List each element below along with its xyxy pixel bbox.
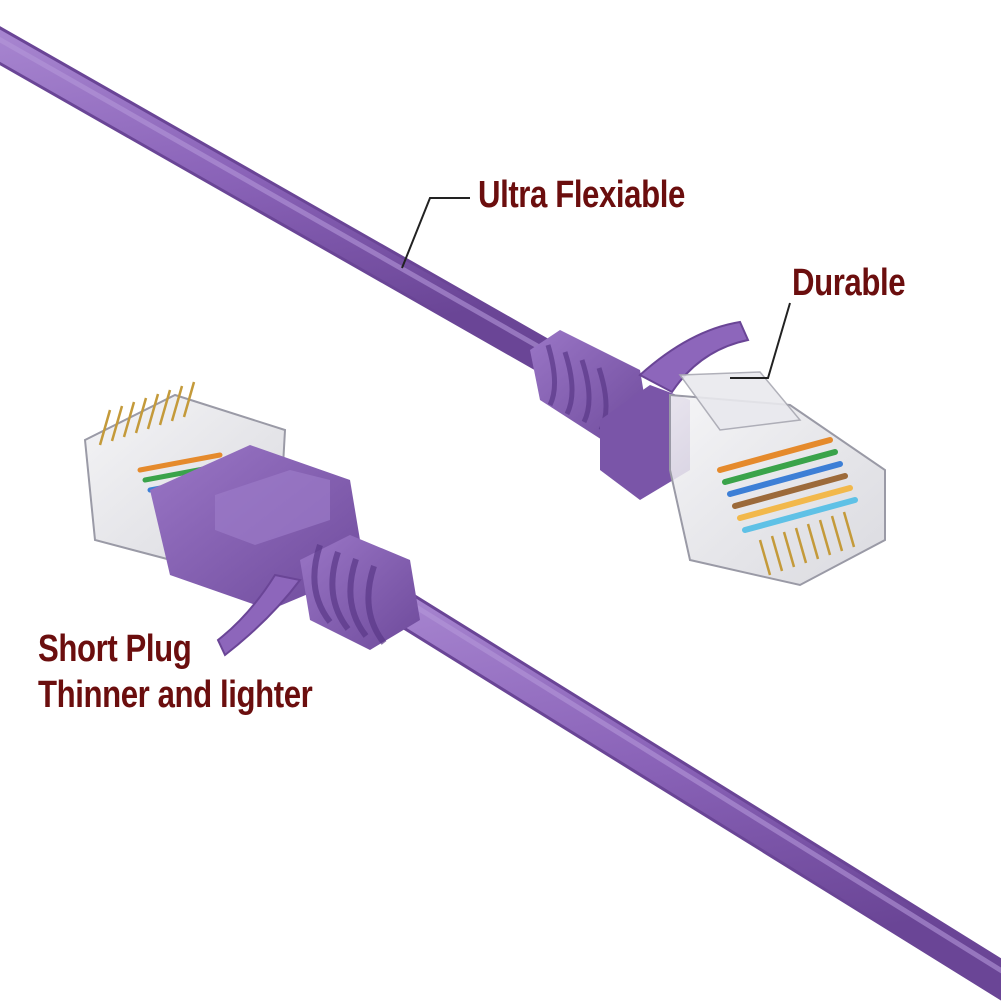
left-plug-boot [150,445,420,657]
right-plug-wires [717,437,858,533]
durable-leader [730,302,791,379]
lower-cable [372,582,1001,1001]
callout-thinner-lighter: Thinner and lighter [38,674,313,716]
left-plug-pins [98,381,196,446]
callout-short-plug: Short Plug [38,628,192,670]
upper-cable [0,26,577,382]
callout-leader-lines [401,197,791,379]
right-rj45-connector [669,371,886,587]
callout-durable: Durable [792,262,906,304]
ultra-flexible-leader [401,197,470,269]
right-plug-pins [758,511,856,576]
right-plug-boot [530,320,750,500]
callout-ultra-flexible: Ultra Flexiable [478,174,685,216]
